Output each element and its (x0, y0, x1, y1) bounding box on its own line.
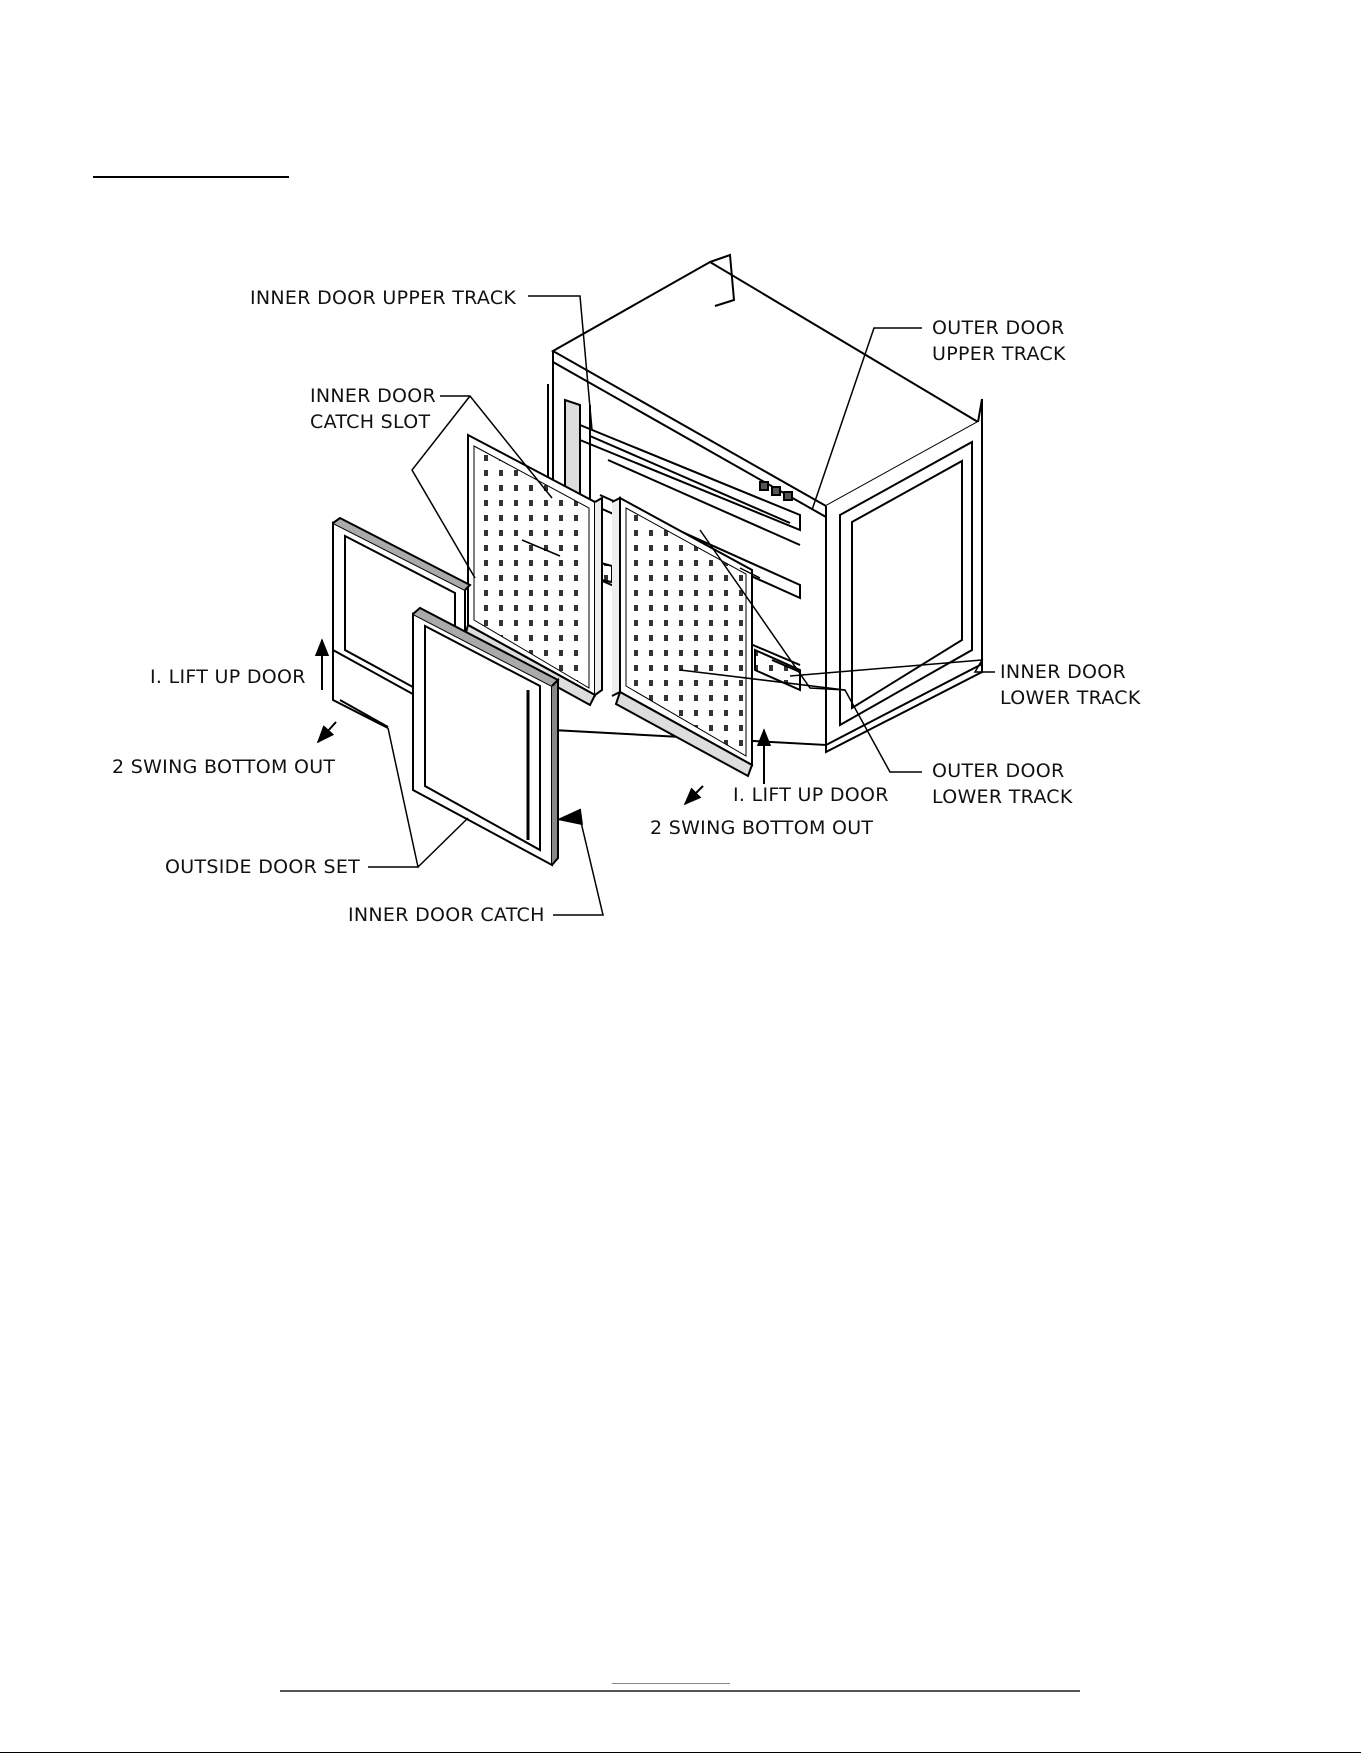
label-outer-door-upper-track-line1: OUTER DOOR (932, 317, 1064, 339)
page-bottom-edge (0, 1752, 1361, 1753)
label-inner-door-catch-slot-line2: CATCH SLOT (310, 411, 430, 433)
label-right-swing-bottom-out: 2 SWING BOTTOM OUT (650, 817, 873, 839)
label-outer-door-upper-track-line2: UPPER TRACK (932, 343, 1066, 365)
label-inner-door-catch: INNER DOOR CATCH (348, 904, 545, 926)
label-outer-door-lower-track-line1: OUTER DOOR (932, 760, 1064, 782)
label-outer-door-lower-track-line2: LOWER TRACK (932, 786, 1073, 808)
leader-outside-door-set (368, 728, 418, 867)
label-left-swing-bottom-out: 2 SWING BOTTOM OUT (112, 756, 335, 778)
label-left-lift-up-door: I. LIFT UP DOOR (150, 666, 306, 688)
label-inner-door-lower-track-line1: INNER DOOR (1000, 661, 1126, 683)
label-inner-door-upper-track: INNER DOOR UPPER TRACK (250, 287, 516, 309)
label-right-lift-up-door: I. LIFT UP DOOR (733, 784, 889, 806)
footer-rule-accent (612, 1683, 730, 1684)
leader-inner-door-catch (553, 818, 603, 915)
label-outside-door-set: OUTSIDE DOOR SET (165, 856, 360, 878)
label-inner-door-catch-slot-line1: INNER DOOR (310, 385, 436, 407)
right-swing-out-arrow (685, 786, 703, 804)
footer-rule (280, 1690, 1080, 1692)
label-inner-door-lower-track-line2: LOWER TRACK (1000, 687, 1141, 709)
left-swing-out-arrow (318, 722, 336, 742)
